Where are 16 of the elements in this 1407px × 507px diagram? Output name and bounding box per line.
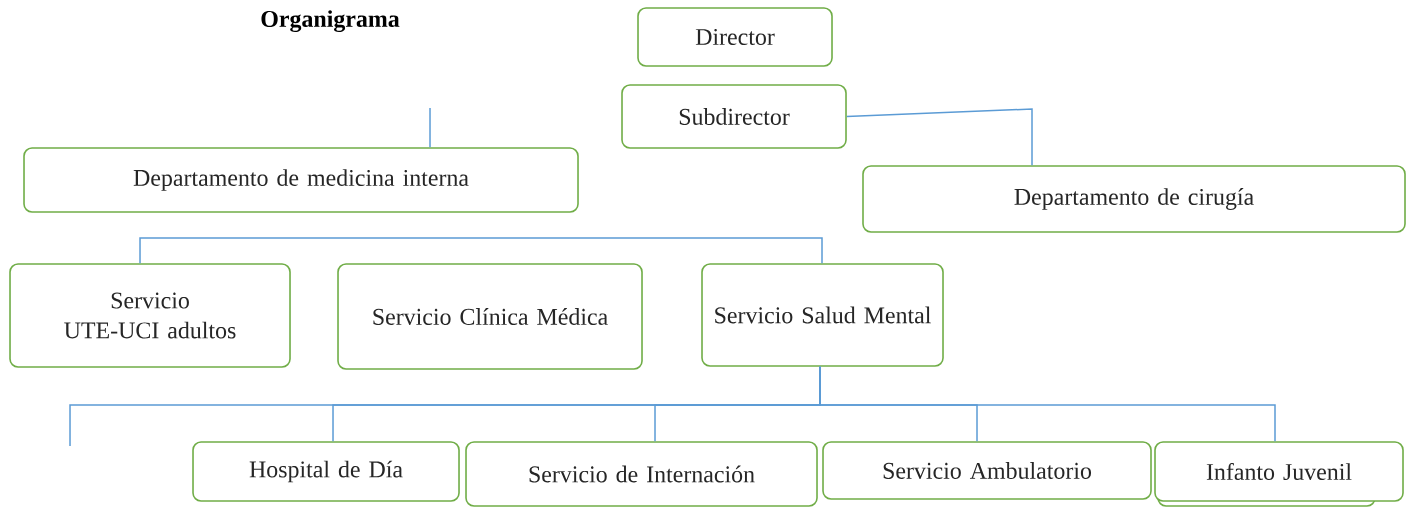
org-box: Servicio Ambulatorio xyxy=(822,441,1152,500)
connector-line xyxy=(139,237,823,264)
connector-line xyxy=(846,108,1033,166)
org-box: Servicio Salud Mental xyxy=(701,263,944,367)
org-box: Hospital de Día xyxy=(192,441,460,502)
org-box: Departamento de medicina interna xyxy=(23,147,579,213)
org-box: Servicio Clínica Médica xyxy=(337,263,643,370)
org-box: Servicio de Internación xyxy=(465,441,818,507)
org-box: Subdirector xyxy=(621,84,847,149)
heading: Organigrama xyxy=(261,10,400,33)
connector-line xyxy=(69,366,821,447)
org-box: Servicio UTE-UCI adultos xyxy=(9,263,291,368)
connector-line xyxy=(429,107,431,148)
org-box: Infanto Juvenil xyxy=(1154,441,1404,502)
org-box: Director xyxy=(637,7,833,67)
org-box: Departamento de cirugía xyxy=(862,165,1406,233)
